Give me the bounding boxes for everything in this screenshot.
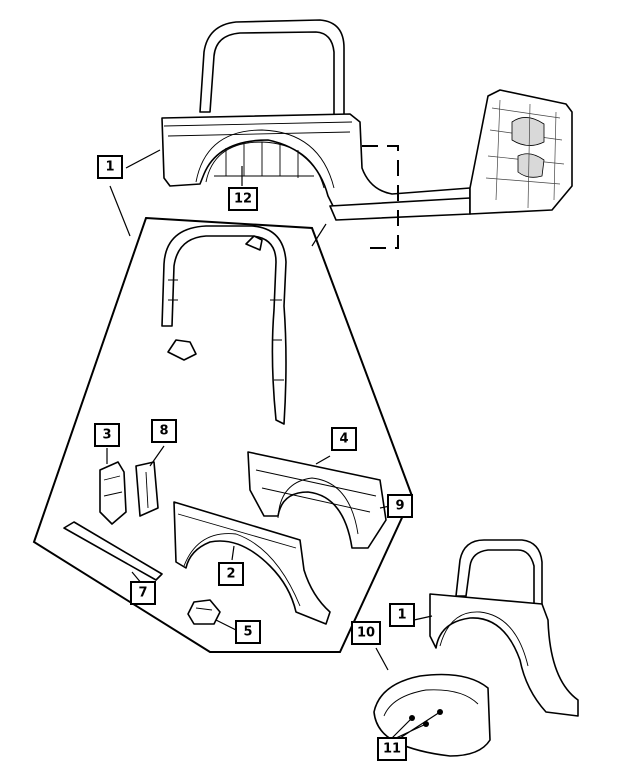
callout-3-label: 3 <box>102 428 111 443</box>
callout-9-label: 9 <box>395 499 404 514</box>
callout-10-label: 10 <box>357 626 375 641</box>
callout-1-bottom: 1 <box>389 603 415 627</box>
exploded-view-outline <box>32 216 414 653</box>
part-7-rail <box>63 521 163 581</box>
part-3-pillar <box>99 461 127 525</box>
leader-1-top <box>125 149 161 169</box>
roll-bar-exploded <box>161 225 287 425</box>
callout-11: 11 <box>377 737 407 761</box>
callout-2: 2 <box>218 562 244 586</box>
bottom-right-assembly <box>373 539 579 757</box>
callout-1-bottom-label: 1 <box>397 608 406 623</box>
callout-1-top-label: 1 <box>105 160 114 175</box>
leader-diamond-right <box>311 223 327 247</box>
part-5-bracket <box>187 599 221 625</box>
callout-3: 3 <box>94 423 120 447</box>
callout-4: 4 <box>331 427 357 451</box>
callout-9: 9 <box>387 494 413 518</box>
callout-8: 8 <box>151 419 177 443</box>
part-4-inner-panel <box>247 451 387 549</box>
callout-4-label: 4 <box>339 432 348 447</box>
part-2-outer-panel <box>173 501 331 625</box>
callout-12-label: 12 <box>234 192 252 207</box>
bracket-small <box>167 339 197 361</box>
callout-8-label: 8 <box>159 424 168 439</box>
callout-1-top: 1 <box>97 155 123 179</box>
callout-5: 5 <box>235 620 261 644</box>
top-body-assembly <box>161 19 573 249</box>
callout-7: 7 <box>130 581 156 605</box>
callout-5-label: 5 <box>243 625 252 640</box>
callout-12: 12 <box>228 187 258 211</box>
leader-diamond-left <box>109 185 131 237</box>
callout-11-label: 11 <box>383 742 401 757</box>
callout-10: 10 <box>351 621 381 645</box>
callout-7-label: 7 <box>138 586 147 601</box>
callout-2-label: 2 <box>226 567 235 582</box>
